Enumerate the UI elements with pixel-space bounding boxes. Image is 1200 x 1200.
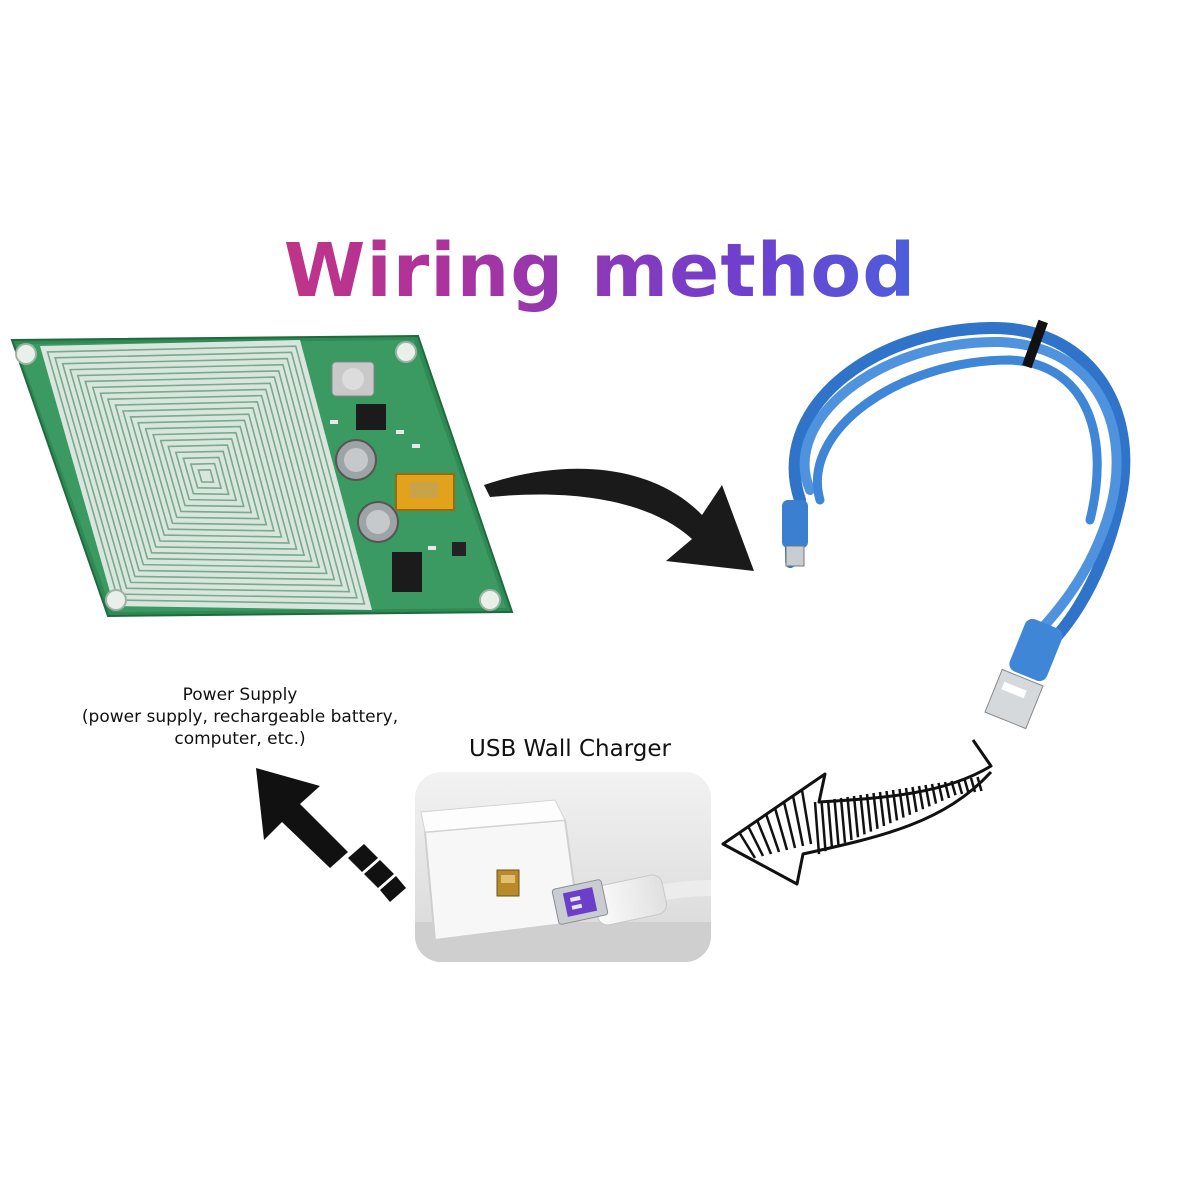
- sensor-board-image: [10, 334, 514, 618]
- usb-wall-charger-photo: [415, 772, 711, 962]
- power-supply-label: Power Supply (power supply, rechargeable…: [40, 684, 440, 750]
- usb-wall-charger-label: USB Wall Charger: [469, 736, 671, 762]
- power-supply-desc-line1: (power supply, rechargeable battery,: [81, 707, 399, 727]
- diagram-title: Wiring method: [0, 228, 1200, 314]
- arrow-cable-to-charger: [721, 739, 993, 886]
- usb-cable-image: [782, 319, 1131, 730]
- arrow-board-to-cable: [484, 468, 754, 571]
- arrow-charger-to-power: [256, 768, 406, 902]
- power-supply-desc-line2: computer, etc.): [174, 729, 306, 749]
- power-supply-title: Power Supply: [182, 685, 298, 705]
